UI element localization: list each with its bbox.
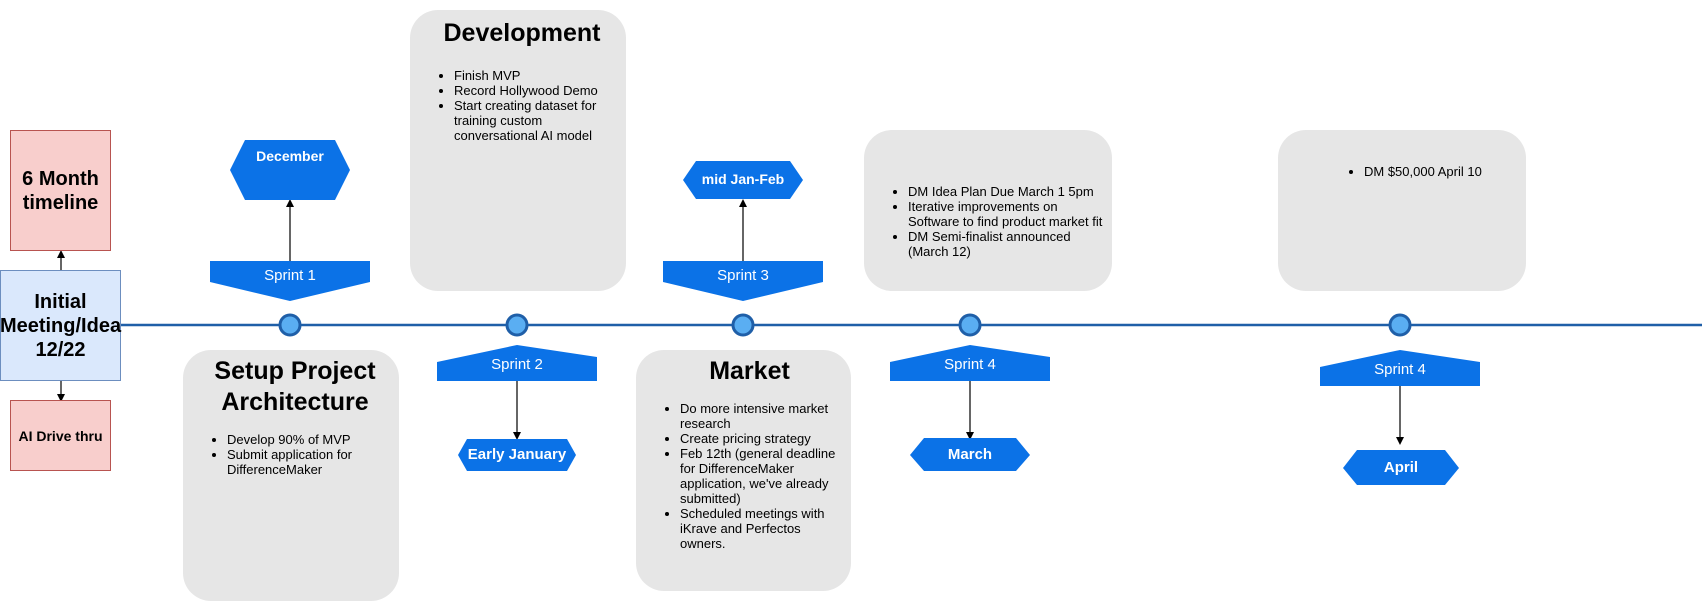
- development-list: Finish MVP Record Hollywood Demo Start c…: [434, 68, 610, 143]
- timeline-node-2: [505, 313, 529, 337]
- six-month-timeline-box: 6 Month timeline: [10, 130, 111, 251]
- sprint-4a-banner: [890, 345, 1050, 381]
- initial-meeting-label: Initial Meeting/Idea 12/22: [0, 290, 122, 361]
- list-item: Create pricing strategy: [680, 431, 839, 446]
- ai-drive-thru-label: AI Drive thru: [18, 427, 103, 444]
- list-item: Record Hollywood Demo: [454, 83, 610, 98]
- sprint-1-label: Sprint 1: [264, 267, 316, 284]
- sprint-3-banner: [663, 261, 823, 301]
- list-item: Start creating dataset for training cust…: [454, 98, 610, 143]
- list-item: Iterative improvements on Software to fi…: [908, 199, 1104, 229]
- setup-list: Develop 90% of MVP Submit application fo…: [207, 432, 383, 477]
- development-title: Development: [443, 19, 601, 47]
- list-item: Develop 90% of MVP: [227, 432, 383, 447]
- hexagon-december: [230, 140, 350, 200]
- initial-meeting-box: Initial Meeting/Idea 12/22: [0, 270, 121, 381]
- timeline-node-4: [958, 313, 982, 337]
- date-march: March: [947, 446, 993, 463]
- hexagon-mid-jan-feb: [683, 161, 803, 199]
- dm-plan-list: DM Idea Plan Due March 1 5pm Iterative i…: [888, 184, 1104, 259]
- sprint-2-banner: [437, 345, 597, 381]
- date-december: December: [256, 148, 324, 164]
- market-list: Do more intensive market research Create…: [660, 401, 839, 551]
- setup-title: Setup Project Architecture: [214, 357, 376, 416]
- dm-plan-card: DM Idea Plan Due March 1 5pm Iterative i…: [864, 130, 1112, 291]
- date-early-january: Early January: [467, 446, 567, 463]
- timeline-node-3: [731, 313, 755, 337]
- sprint-4a-label: Sprint 4: [944, 356, 996, 373]
- sprint-2-label: Sprint 2: [491, 356, 543, 373]
- dm-money-card: DM $50,000 April 10: [1278, 130, 1526, 291]
- timeline-node-1: [278, 313, 302, 337]
- timeline-node-5: [1388, 313, 1412, 337]
- six-month-timeline-label: 6 Month timeline: [22, 167, 99, 214]
- hexagon-early-january: [458, 439, 576, 471]
- list-item: Scheduled meetings with iKrave and Perfe…: [680, 506, 839, 551]
- hexagon-march: [910, 438, 1030, 471]
- list-item: DM Idea Plan Due March 1 5pm: [908, 184, 1104, 199]
- development-card: Development Finish MVP Record Hollywood …: [410, 10, 626, 291]
- sprint-3-label: Sprint 3: [717, 267, 769, 284]
- list-item: Submit application for DifferenceMaker: [227, 447, 383, 477]
- list-item: Do more intensive market research: [680, 401, 839, 431]
- market-card: Market Do more intensive market research…: [636, 350, 851, 591]
- ai-drive-thru-box: AI Drive thru: [10, 400, 111, 471]
- sprint-4b-label: Sprint 4: [1374, 361, 1426, 378]
- date-mid-jan-feb: mid Jan-Feb: [701, 171, 785, 187]
- list-item: Finish MVP: [454, 68, 610, 83]
- date-april: April: [1383, 459, 1419, 476]
- sprint-1-banner: [210, 261, 370, 301]
- setup-card: Setup Project Architecture Develop 90% o…: [183, 350, 399, 601]
- list-item: DM Semi-finalist announced (March 12): [908, 229, 1104, 259]
- list-item: DM $50,000 April 10: [1364, 164, 1518, 179]
- market-title: Market: [709, 357, 790, 385]
- sprint-4b-banner: [1320, 350, 1480, 386]
- list-item: Feb 12th (general deadline for Differenc…: [680, 446, 839, 506]
- hexagon-april: [1343, 450, 1459, 485]
- dm-money-list: DM $50,000 April 10: [1344, 164, 1518, 179]
